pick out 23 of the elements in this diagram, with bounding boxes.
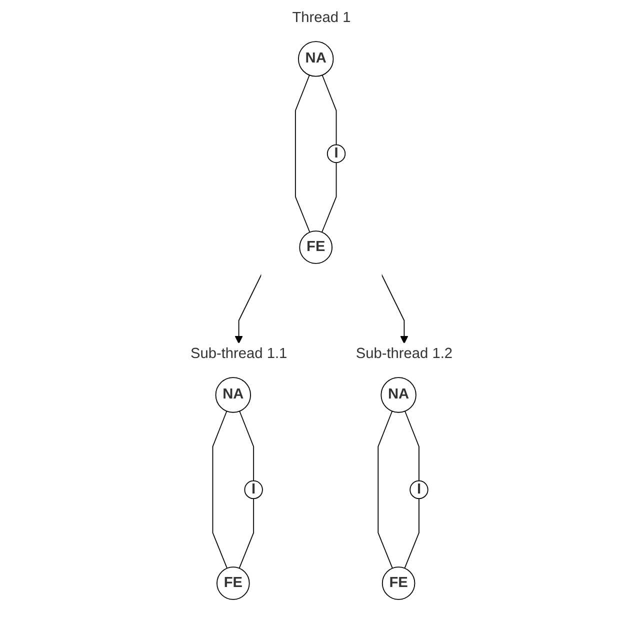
connector	[238, 498, 254, 569]
connector	[378, 410, 393, 569]
connector	[239, 410, 254, 482]
node-circle: FE	[216, 566, 250, 600]
node-circle: NA	[215, 377, 252, 413]
connector	[321, 162, 337, 233]
node-circle: I	[410, 480, 428, 500]
node-circle: NA	[380, 377, 416, 413]
node-circle: NA	[298, 41, 334, 77]
arrow	[234, 274, 262, 344]
arrow	[380, 274, 408, 344]
connector	[294, 74, 310, 233]
node-text: Sub-thread 1.2	[356, 346, 453, 362]
connector	[322, 74, 337, 146]
node-circle: I	[326, 144, 346, 164]
node-circle: FE	[382, 566, 416, 600]
node-text: Sub-thread 1.1	[190, 346, 288, 362]
connector	[404, 410, 420, 482]
node-circle: I	[244, 480, 263, 500]
node-text: Thread 1	[292, 10, 351, 26]
connector	[404, 498, 420, 569]
node-circle: FE	[299, 230, 332, 264]
connector	[212, 410, 228, 569]
